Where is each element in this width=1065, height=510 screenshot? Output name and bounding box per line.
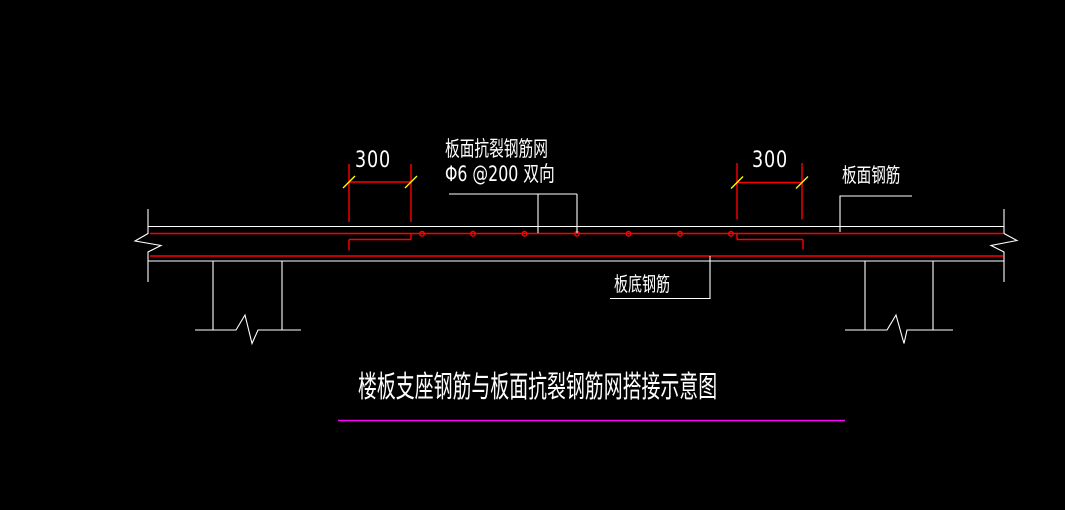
dim-tick <box>404 175 418 189</box>
bottom-rebar-label-leader <box>610 256 711 300</box>
dimension-right-value: 300 <box>752 148 788 173</box>
top-rebar-label: 板面钢筋 <box>842 163 901 187</box>
dim-tick <box>730 176 744 189</box>
wall-break-right <box>845 313 953 344</box>
mesh-lap-right <box>736 233 804 250</box>
dim-tick <box>342 175 356 189</box>
bottom-rebar-label: 板底钢筋 <box>614 272 670 296</box>
top-rebar-label-leader <box>839 195 912 232</box>
mesh-label-line2: Φ6 @200 双向 <box>445 162 555 186</box>
break-line-right <box>989 209 1019 282</box>
support-wall-left <box>195 261 301 346</box>
dimension-left <box>342 164 418 222</box>
mesh-label-leader <box>449 193 578 233</box>
slab-outline <box>148 225 1004 262</box>
dimension-left-value: 300 <box>355 148 391 173</box>
support-wall-right <box>845 261 953 344</box>
drawing-title: 楼板支座钢筋与板面抗裂钢筋网搭接示意图 <box>358 370 718 405</box>
mesh-cross-bar-circles <box>419 230 735 237</box>
dimension-right <box>730 163 809 220</box>
mesh-lap-left <box>348 233 412 251</box>
mesh-label-line1: 板面抗裂钢筋网 <box>445 137 548 161</box>
dim-tick <box>795 176 809 189</box>
wall-break-left <box>195 313 301 346</box>
break-line-left <box>133 209 163 282</box>
